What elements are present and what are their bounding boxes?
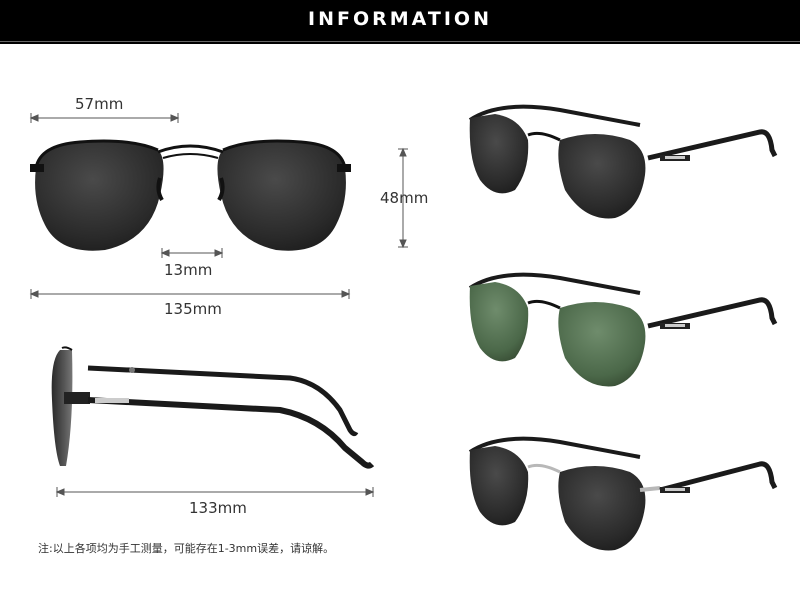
lens-width-dimension-line xyxy=(29,113,180,123)
header-banner: INFORMATION xyxy=(0,0,800,44)
side-view-glasses xyxy=(51,346,375,469)
variant-black-green xyxy=(468,272,778,387)
front-view-glasses xyxy=(30,139,351,251)
variant-black-grey xyxy=(468,104,778,219)
temple-length-label: 133mm xyxy=(189,499,247,517)
left-lens xyxy=(35,141,164,251)
bridge-width-label: 13mm xyxy=(164,261,213,279)
banner-divider xyxy=(0,41,800,42)
lens-height-dimension-line xyxy=(398,147,408,249)
bridge-width-dimension-line xyxy=(160,248,224,258)
variant-silver-grey xyxy=(468,436,778,551)
right-lens xyxy=(217,141,346,251)
frame-width-label: 135mm xyxy=(164,300,222,318)
lens-height-label: 48mm xyxy=(380,189,429,207)
temple-length-dimension-line xyxy=(55,487,375,497)
frame-width-dimension-line xyxy=(29,289,351,299)
measurement-note: 注:以上各项均为手工测量，可能存在1-3mm误差，请谅解。 xyxy=(38,542,335,555)
banner-title: INFORMATION xyxy=(308,8,492,30)
lens-width-label: 57mm xyxy=(75,95,124,113)
